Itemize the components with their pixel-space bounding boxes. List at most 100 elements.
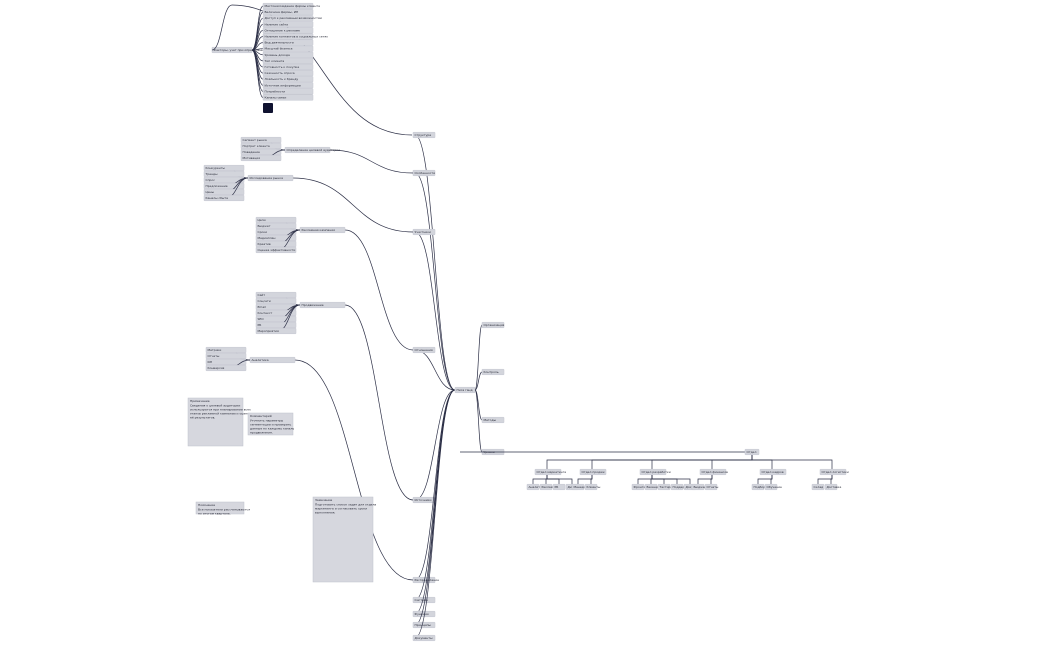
branch-node[interactable] — [481, 416, 505, 424]
cluster-item[interactable] — [262, 27, 314, 34]
org-item[interactable] — [571, 483, 585, 491]
org-item[interactable] — [751, 483, 765, 491]
leaf-node[interactable] — [205, 364, 247, 372]
org-item-label: Подбор — [754, 485, 766, 489]
branch-node[interactable] — [412, 596, 436, 604]
branch-node[interactable] — [481, 321, 505, 329]
leaf-node[interactable] — [205, 346, 247, 354]
leaf-node-label: Отчеты — [208, 354, 220, 358]
leaf-node[interactable] — [255, 228, 297, 236]
cluster-item-label: Отношение к рекламе — [265, 28, 301, 32]
root-node-label: Ниса ганд — [457, 388, 473, 392]
leaf-node-label: Портрет клиента — [243, 144, 270, 148]
org-item[interactable] — [539, 483, 553, 491]
connector-line — [414, 389, 456, 626]
connector-line — [414, 389, 456, 501]
org-root[interactable] — [744, 448, 760, 456]
cluster-item[interactable] — [262, 51, 314, 58]
cluster-item[interactable] — [262, 82, 314, 89]
leaf-node[interactable] — [203, 170, 245, 178]
org-item[interactable] — [644, 483, 658, 491]
branch-node[interactable] — [412, 131, 436, 139]
cluster-item[interactable] — [262, 9, 314, 16]
org-group[interactable] — [819, 468, 847, 476]
cluster-item[interactable] — [262, 39, 314, 46]
cluster-item[interactable] — [262, 15, 314, 22]
leaf-node[interactable] — [240, 136, 282, 144]
org-group[interactable] — [699, 468, 727, 476]
org-item[interactable] — [584, 483, 598, 491]
note-label: Примечание — [190, 399, 210, 403]
leaf-node[interactable] — [205, 352, 247, 360]
leaf-node[interactable] — [203, 194, 245, 202]
leaf-node[interactable] — [255, 216, 297, 224]
cluster-item[interactable] — [262, 94, 314, 101]
branch-node[interactable] — [412, 621, 436, 629]
cluster-item-label: Сезонность спроса — [265, 71, 295, 75]
org-item[interactable] — [631, 483, 645, 491]
org-item[interactable] — [670, 483, 684, 491]
org-group[interactable] — [759, 468, 787, 476]
org-item[interactable] — [657, 483, 671, 491]
leaf-node[interactable] — [255, 321, 297, 329]
leaf-node-label: Конверсия — [208, 366, 225, 370]
subtopic-node-label: Продвижение — [302, 303, 324, 307]
org-connector — [532, 475, 548, 484]
org-item-label: Фронтенд — [634, 485, 650, 489]
org-item[interactable] — [704, 483, 718, 491]
cluster-item[interactable] — [262, 88, 314, 95]
leaf-node[interactable] — [240, 154, 282, 162]
note-box — [247, 412, 294, 436]
org-group-label: Отдел кадров — [762, 470, 784, 474]
leaf-node[interactable] — [255, 297, 297, 305]
org-group[interactable] — [639, 468, 667, 476]
leaf-node[interactable] — [255, 327, 297, 335]
leaf-node[interactable] — [203, 176, 245, 184]
connector-line — [414, 389, 456, 581]
cluster-item[interactable] — [262, 57, 314, 64]
leaf-node-label: Креатив — [258, 242, 271, 246]
cluster-item[interactable] — [262, 21, 314, 28]
leaf-node[interactable] — [255, 303, 297, 311]
org-item[interactable] — [764, 483, 778, 491]
leaf-node[interactable] — [240, 148, 282, 156]
leaf-node[interactable] — [255, 222, 297, 230]
leaf-node-label: Оценка эффективности — [258, 248, 296, 252]
cluster-item[interactable] — [262, 33, 314, 40]
cluster-item[interactable] — [262, 2, 314, 10]
connector-line — [294, 359, 414, 581]
cluster-item[interactable] — [262, 76, 314, 83]
leaf-node[interactable] — [205, 358, 247, 366]
leaf-node[interactable] — [255, 291, 297, 299]
cluster-item-label: Масштаб бизнеса — [265, 47, 293, 51]
cluster-item-label: Наличие контактов в социальных сетях — [265, 35, 329, 39]
leaf-node[interactable] — [203, 182, 245, 190]
org-item[interactable] — [811, 483, 825, 491]
org-group[interactable] — [534, 468, 562, 476]
leaf-node[interactable] — [203, 164, 245, 172]
leaf-node[interactable] — [255, 309, 297, 317]
branch-node[interactable] — [412, 634, 436, 642]
cluster-item[interactable] — [262, 45, 314, 52]
org-item[interactable] — [824, 483, 838, 491]
leaf-node-label: Email — [258, 305, 266, 309]
org-item[interactable] — [552, 483, 566, 491]
leaf-node[interactable] — [240, 142, 282, 150]
connector-line — [414, 389, 456, 639]
branch-node[interactable] — [481, 368, 505, 376]
cluster-item[interactable] — [262, 63, 314, 71]
org-item[interactable] — [526, 483, 540, 491]
org-item-label: Клиенты — [587, 485, 602, 489]
cluster-item[interactable] — [262, 70, 314, 77]
subtopic-node-label: Аналитика — [252, 358, 269, 362]
leaf-node-label: Тренды — [205, 172, 219, 176]
org-connector — [546, 455, 753, 470]
leaf-node-label: Мероприятия — [258, 329, 279, 333]
image-node[interactable] — [263, 103, 273, 113]
branch-node-label: Документы — [415, 636, 434, 640]
leaf-node[interactable] — [255, 246, 297, 254]
org-group[interactable] — [579, 468, 607, 476]
leaf-node[interactable] — [255, 234, 297, 242]
org-item[interactable] — [691, 483, 705, 491]
